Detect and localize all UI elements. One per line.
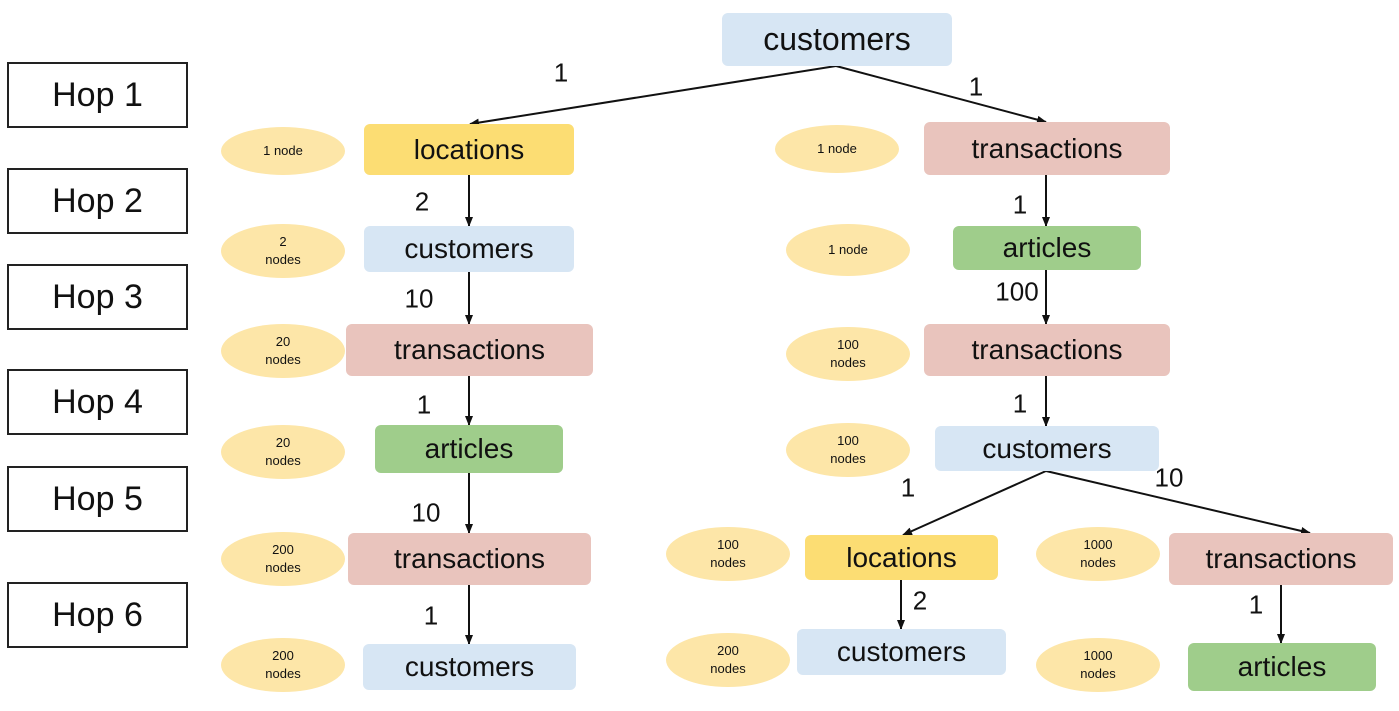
node-right-hop4-customers: customers — [935, 426, 1159, 471]
edge-root-l1 — [469, 65, 837, 127]
node-left-hop5-transactions: transactions — [348, 533, 591, 585]
hop-label-4: Hop 4 — [7, 369, 188, 435]
count-left-hop1: 1 node — [221, 127, 345, 175]
node-right-hop6-articles: articles — [1188, 643, 1376, 691]
hop-label-5: Hop 5 — [7, 466, 188, 532]
count-left-hop4: 20 nodes — [221, 425, 345, 479]
node-root-customers: customers — [722, 13, 952, 66]
hop-label-2: Hop 2 — [7, 168, 188, 234]
edge-label-root-l1: 1 — [553, 57, 569, 88]
node-right-hop2-articles: articles — [953, 226, 1141, 270]
edge-label-r4-r5a: 1 — [900, 472, 916, 503]
hop-label-1: Hop 1 — [7, 62, 188, 128]
count-right-hop3: 100 nodes — [786, 327, 910, 381]
count-right-hop5-a: 100 nodes — [666, 527, 790, 581]
count-right-hop6-b: 1000 nodes — [1036, 638, 1160, 692]
hop-label-6: Hop 6 — [7, 582, 188, 648]
count-left-hop2: 2 nodes — [221, 224, 345, 278]
node-left-hop3-transactions: transactions — [346, 324, 593, 376]
edge-label-r1-r2: 1 — [1012, 189, 1028, 220]
edge-label-r5a-r6a: 2 — [912, 585, 928, 616]
node-left-hop1-locations: locations — [364, 124, 574, 175]
count-right-hop5-b: 1000 nodes — [1036, 527, 1160, 581]
node-right-hop5-locations: locations — [805, 535, 998, 580]
edge-root-r1 — [835, 65, 1047, 124]
edge-label-l5-l6: 1 — [423, 600, 439, 631]
node-right-hop6-customers: customers — [797, 629, 1006, 675]
edge-label-l2-l3: 10 — [404, 283, 434, 314]
node-left-hop6-customers: customers — [363, 644, 576, 690]
count-right-hop1: 1 node — [775, 125, 899, 173]
count-right-hop2: 1 node — [786, 224, 910, 276]
node-right-hop1-transactions: transactions — [924, 122, 1170, 175]
edge-label-l1-l2: 2 — [414, 186, 430, 217]
edge-label-r2-r3: 100 — [995, 276, 1039, 307]
edge-r4-r5a — [902, 470, 1047, 536]
count-left-hop5: 200 nodes — [221, 532, 345, 586]
count-left-hop3: 20 nodes — [221, 324, 345, 378]
count-left-hop6: 200 nodes — [221, 638, 345, 692]
node-right-hop3-transactions: transactions — [924, 324, 1170, 376]
edge-label-r3-r4: 1 — [1012, 388, 1028, 419]
node-right-hop5-transactions: transactions — [1169, 533, 1393, 585]
edge-label-root-r1: 1 — [968, 71, 984, 102]
count-right-hop4: 100 nodes — [786, 423, 910, 477]
count-right-hop6-a: 200 nodes — [666, 633, 790, 687]
edge-label-r5b-r6b: 1 — [1248, 589, 1264, 620]
edge-r4-r5b — [1045, 470, 1311, 535]
node-left-hop2-customers: customers — [364, 226, 574, 272]
edge-label-l4-l5: 10 — [411, 497, 441, 528]
edge-label-l3-l4: 1 — [416, 389, 432, 420]
edge-label-r4-r5b: 10 — [1154, 462, 1184, 493]
node-left-hop4-articles: articles — [375, 425, 563, 473]
hop-label-3: Hop 3 — [7, 264, 188, 330]
